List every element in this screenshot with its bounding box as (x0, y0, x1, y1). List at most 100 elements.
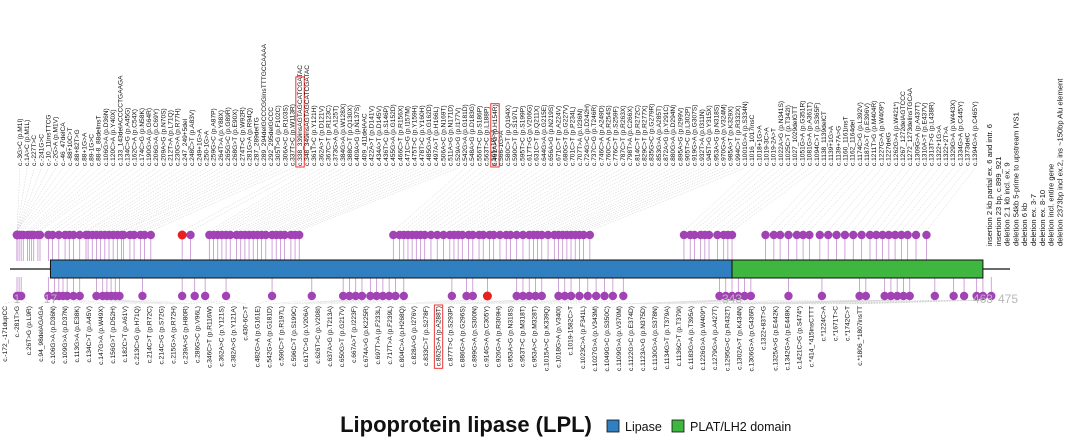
variant-label: c.1049G>C (p.S350C) (604, 306, 611, 371)
label-connector (244, 167, 372, 232)
label-connector (708, 167, 789, 232)
variant-head (338, 291, 348, 301)
variant-label: c.1109G>A (p.V370M) (616, 306, 623, 371)
label-connector (366, 299, 390, 305)
variant-label: c.190G>A (p.G64R) (146, 108, 153, 166)
highlight-box (490, 103, 500, 168)
label-connector (67, 299, 90, 305)
label-connector (16, 167, 64, 232)
variant-label: c.373G>A (p.A125T) (333, 106, 340, 166)
label-connector (861, 167, 911, 232)
label-connector (541, 167, 674, 232)
label-connector (478, 167, 588, 232)
label-connector (715, 299, 860, 305)
label-connector (901, 167, 954, 232)
highlight-box (433, 304, 444, 369)
variant-label: c.409_411delAAC (361, 113, 368, 166)
variant-head (792, 230, 802, 240)
variant-head (575, 291, 584, 301)
legend-swatch-lipase (606, 419, 620, 433)
variant-label: c.287_289delTG (254, 117, 261, 166)
variant-head (855, 291, 864, 301)
variant-head (922, 230, 931, 240)
variant-label: c.1081G>A (p.A361T) (807, 102, 814, 166)
variant-head (69, 291, 78, 301)
label-connector (403, 167, 480, 232)
label-connector (416, 167, 502, 232)
variant-label: c.872A>G (p.Y291C) (663, 105, 670, 166)
variant-label: c.1322+2T>A (943, 126, 950, 166)
label-connector (280, 167, 430, 232)
label-connector (723, 167, 803, 232)
label-connector (619, 299, 720, 305)
variant-label: c.1122G>C (p.E374D) (628, 306, 635, 371)
label-connector (4, 299, 18, 305)
variant-label: c.596C>T (p.S199C) (291, 306, 298, 367)
variant-head (890, 230, 900, 240)
figure-title: Lipoprotein lipase (LPL) (340, 412, 592, 437)
variant-head (468, 291, 477, 301)
label-connector (703, 299, 822, 305)
variant-head (69, 230, 78, 240)
label-connector (299, 167, 459, 232)
variant-head (579, 230, 588, 240)
variant-head (823, 230, 833, 240)
variant-head (366, 291, 375, 301)
label-connector (194, 299, 222, 305)
label-connector (570, 299, 597, 305)
position-tick-label: 17 (44, 292, 58, 306)
variant-head (761, 230, 770, 240)
variant-label: c.511A>G (p.N171D) (448, 105, 455, 166)
variant-label: c.388C>T (p.Q130X) (347, 105, 354, 166)
variant-label: c.724G>C (p.D242H) (584, 104, 591, 166)
label-connector (430, 167, 523, 232)
variant-head (715, 291, 724, 301)
variant-label: c.565+1G>A (491, 128, 498, 166)
variant-label: c.1019-2A>T (771, 128, 778, 166)
variant-head (734, 291, 743, 301)
variant-head (583, 291, 592, 301)
variant-head (713, 230, 722, 240)
variant-head (978, 291, 988, 301)
variant-head (489, 230, 498, 240)
variant-head (566, 291, 576, 301)
label-connector (566, 167, 710, 232)
label-connector (265, 167, 408, 232)
label-connector (876, 167, 925, 232)
variant-label: c.1325A>G (p.E442K) (772, 306, 779, 371)
label-connector (150, 167, 293, 232)
label-connector (390, 299, 404, 305)
variant-label: c.1295G>C (p.R432T) (724, 306, 731, 371)
label-connector (420, 167, 509, 232)
variant-label: c.1027_1029delGTT (792, 106, 799, 166)
variant-label: c.430-6C>T (243, 306, 250, 341)
variant-head (832, 230, 841, 240)
variant-label: c.182C>T (p.A61V) (122, 306, 129, 363)
variant-label: c.497A>T (p.H166L) (433, 107, 440, 166)
variant-head (62, 291, 72, 301)
variant-head (44, 291, 53, 301)
variant-label: c.1138_1139delCT (821, 111, 828, 166)
variant-label: c.26T>G (p.L9R) (26, 306, 33, 355)
variant-head (495, 230, 505, 240)
variant-label: c.737C>G (p.T246R) (591, 105, 598, 166)
label-connector (468, 167, 574, 232)
variant-head (75, 230, 84, 240)
label-connector (92, 167, 200, 232)
variant-label: c.1139+1G>A (828, 125, 835, 166)
label-connector (129, 167, 265, 232)
structural-variant-label: deletion 2.1 kb incl. ex. 9 (1003, 162, 1012, 246)
label-connector (31, 167, 107, 232)
variant-label: c.701C>T (p.P234L) (570, 107, 577, 166)
variant-label: c.89-1G>C (89, 134, 96, 166)
variant-head (880, 291, 889, 301)
variant-label: c.436T>C (p.S146P) (383, 106, 390, 166)
variant-head (389, 230, 398, 240)
structural-variant-label: insertion 23 bp, c.899_921 (994, 156, 1003, 246)
label-connector (271, 167, 416, 232)
variant-label: c.886G>A (p.G296S) (459, 306, 466, 367)
variant-label: c.1302A>T (p.K434N) (736, 306, 743, 370)
variant-head (138, 291, 147, 301)
label-connector (449, 167, 545, 232)
variant-label: c.88-8_88delinsT (96, 115, 103, 166)
